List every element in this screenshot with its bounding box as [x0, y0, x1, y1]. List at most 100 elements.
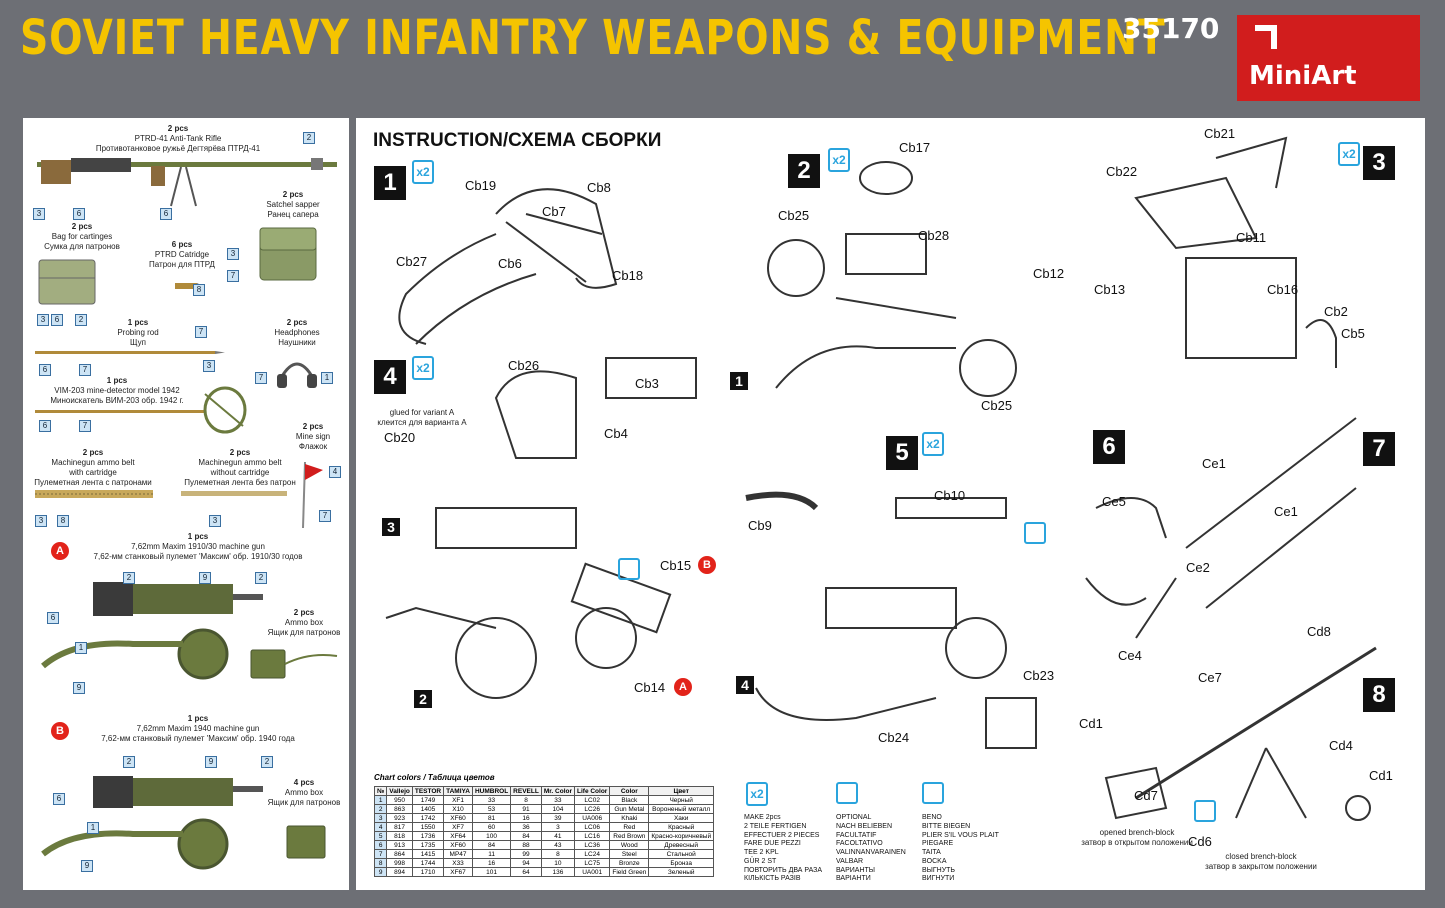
part-label: Cb4 [604, 426, 628, 441]
table-cell: XF7 [443, 822, 473, 832]
table-cell: Зеленый [648, 867, 715, 877]
table-cell: 33 [540, 795, 576, 805]
color-table-header: HUMBROL [471, 786, 512, 796]
table-cell: 818 [386, 831, 413, 841]
step-4-label: 4 [374, 360, 406, 394]
table-cell: 41 [540, 831, 576, 841]
belt-with-cartridge-illustration [35, 490, 153, 498]
part-label: Cb16 [1267, 282, 1299, 297]
table-cell: LC02 [573, 795, 611, 805]
variant-a-badge: A [674, 678, 692, 696]
table-cell: 101 [471, 867, 512, 877]
table-cell: XF1 [443, 795, 473, 805]
table-cell: 950 [386, 795, 413, 805]
step-6-7-illustration [1085, 417, 1357, 639]
part-label: Cb14 [634, 680, 666, 695]
legend-line: TAITA [922, 849, 941, 856]
table-cell: 8 [510, 795, 542, 805]
color-table-header: Цвет [648, 786, 715, 796]
part-label: Cb20 [384, 430, 416, 445]
part-label: Ce5 [1102, 494, 1126, 509]
legend-line: FACULTATIF [836, 831, 877, 839]
table-cell: 43 [540, 840, 576, 850]
legend-line: EFFECTUER 2 PIECES [744, 831, 820, 839]
color-table-header: REVELL [510, 786, 542, 796]
legend-line: ВАРІАНТИ [836, 875, 871, 883]
sub-step-3: 3 [382, 518, 400, 536]
step-8-illustration [1104, 646, 1377, 821]
table-cell: 3 [373, 813, 388, 823]
table-cell: Вороненый металл [648, 804, 715, 814]
step-3-label: 3 [1363, 146, 1395, 180]
legend-line: NACH BELIEBEN [836, 822, 893, 830]
part-label: Cb23 [1023, 668, 1055, 683]
table-cell: LC24 [573, 849, 611, 859]
legend-line: OPTIONAL [836, 814, 872, 821]
color-table-header: № [373, 786, 388, 796]
table-cell: 1742 [411, 813, 445, 823]
part-label: Cd4 [1329, 738, 1353, 753]
part-label: Cb27 [396, 254, 428, 269]
kit-number: 35170 [1122, 12, 1220, 45]
part-label: Cb24 [878, 730, 910, 745]
step-3-illustration [1134, 136, 1337, 368]
table-cell: 4 [373, 822, 388, 832]
variant-b-badge: B [51, 722, 69, 740]
step-6-label: 6 [1093, 430, 1125, 464]
part-label: Cb19 [465, 178, 497, 193]
part-label: Cd6 [1188, 834, 1212, 849]
legend-line: ВАРИАНТЫ [836, 866, 876, 874]
legend-line: КІЛЬКІСТЬ РАЗІВ [744, 875, 801, 883]
part-label: Ce1 [1274, 504, 1298, 519]
sub-step-2: 2 [414, 690, 432, 708]
mine-sign-illustration [302, 461, 323, 529]
ptrd-rifle-illustration [37, 158, 337, 207]
table-cell: 1749 [411, 795, 445, 805]
table-cell: Wood [609, 840, 650, 850]
table-cell: 1710 [411, 867, 445, 877]
table-cell: 923 [386, 813, 413, 823]
legend-line: BITTE BIEGEN [922, 822, 971, 830]
table-cell: 99 [510, 849, 542, 859]
table-cell: 36 [510, 822, 542, 832]
sub-step-1: 1 [730, 372, 748, 390]
color-table-header: Color [609, 786, 650, 796]
x2-icon: x2 [412, 356, 434, 380]
step-1-label: 1 [374, 166, 406, 200]
table-cell: Gun Metal [609, 804, 650, 814]
table-cell: 9 [373, 867, 388, 877]
table-cell: Black [609, 795, 650, 805]
step-7-label: 7 [1363, 432, 1395, 466]
table-cell: MP47 [443, 849, 473, 859]
color-table-title: Chart colors / Таблица цветов [374, 773, 495, 782]
table-cell: XF67 [443, 867, 473, 877]
part-label: Cb28 [918, 228, 950, 243]
part-label: Cb25 [981, 398, 1013, 413]
part-label: Cb26 [508, 358, 540, 373]
part-label: Cb21 [1204, 126, 1236, 141]
table-cell: Стальной [648, 849, 715, 859]
legend-line: FACOLTATIVO [836, 840, 883, 848]
part-label: Cb10 [934, 488, 966, 503]
table-cell: 10 [540, 858, 576, 868]
part-label: Cd1 [1079, 716, 1103, 731]
table-cell: 88 [510, 840, 542, 850]
legend-line: PLIER S'IL VOUS PLAIT [922, 831, 999, 839]
mine-detector-illustration [35, 386, 247, 434]
table-cell: Field Green [609, 867, 650, 877]
part-label: Cb3 [635, 376, 659, 391]
optional-icon [836, 782, 858, 804]
table-cell: 6 [373, 840, 388, 850]
